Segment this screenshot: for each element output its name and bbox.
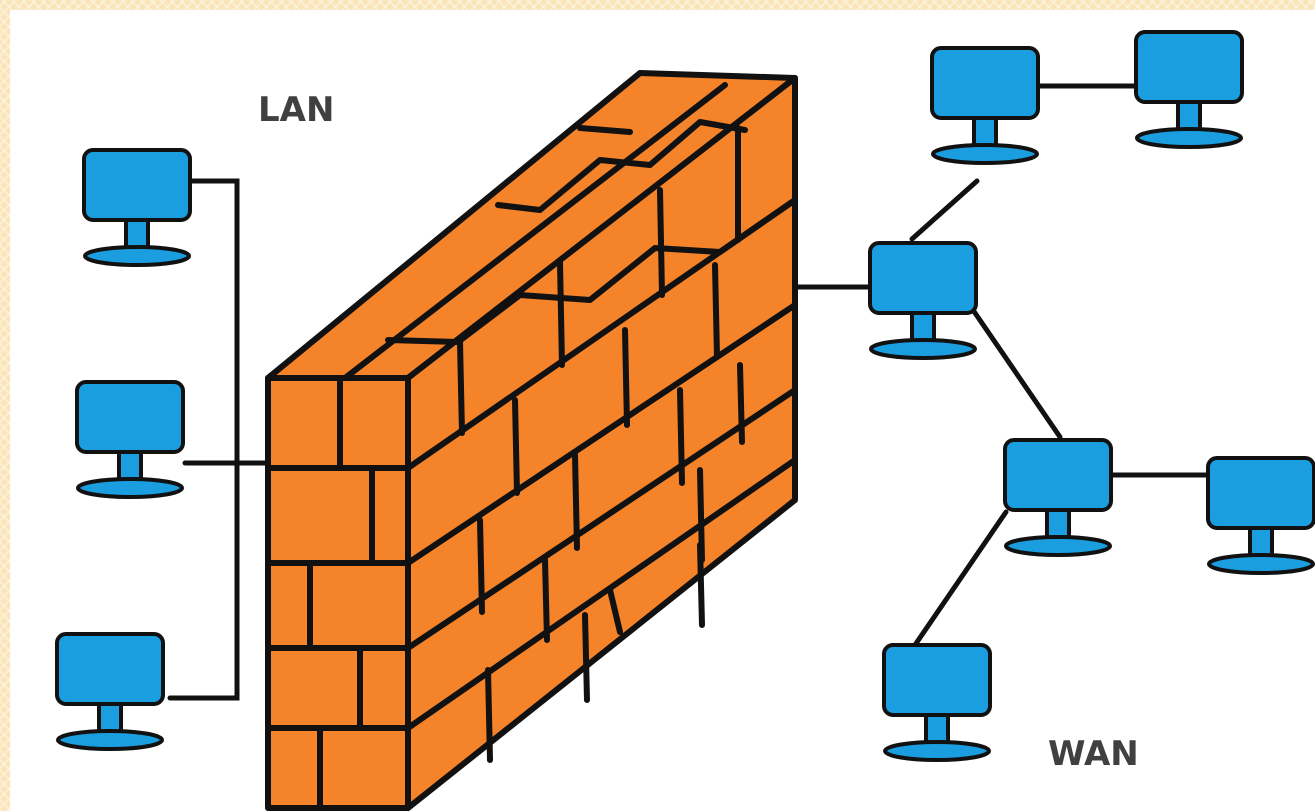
wan-link-hub-lower xyxy=(973,310,1060,437)
lan-computer-icon xyxy=(77,382,183,497)
diagram-canvas: LAN WAN xyxy=(10,10,1315,811)
network-diagram: LAN WAN xyxy=(10,10,1315,811)
wan-computer-icon xyxy=(1208,458,1314,573)
brick-firewall xyxy=(268,73,795,808)
wan-connections xyxy=(797,86,1207,645)
wan-hub-computer-icon xyxy=(870,243,976,358)
wan-computer-icon xyxy=(1005,440,1111,555)
wan-link-hub-top xyxy=(912,181,977,239)
wan-computer-icon xyxy=(884,645,990,760)
lan-computers xyxy=(57,150,190,749)
wan-computer-icon xyxy=(932,48,1038,163)
wan-link-bottom xyxy=(915,512,1006,645)
wan-computer-icon xyxy=(1136,32,1242,147)
lan-computer-icon xyxy=(57,634,163,749)
wan-computers xyxy=(870,32,1314,760)
wan-label: WAN xyxy=(1048,734,1139,774)
lan-computer-icon xyxy=(84,150,190,265)
lan-label: LAN xyxy=(258,90,334,130)
